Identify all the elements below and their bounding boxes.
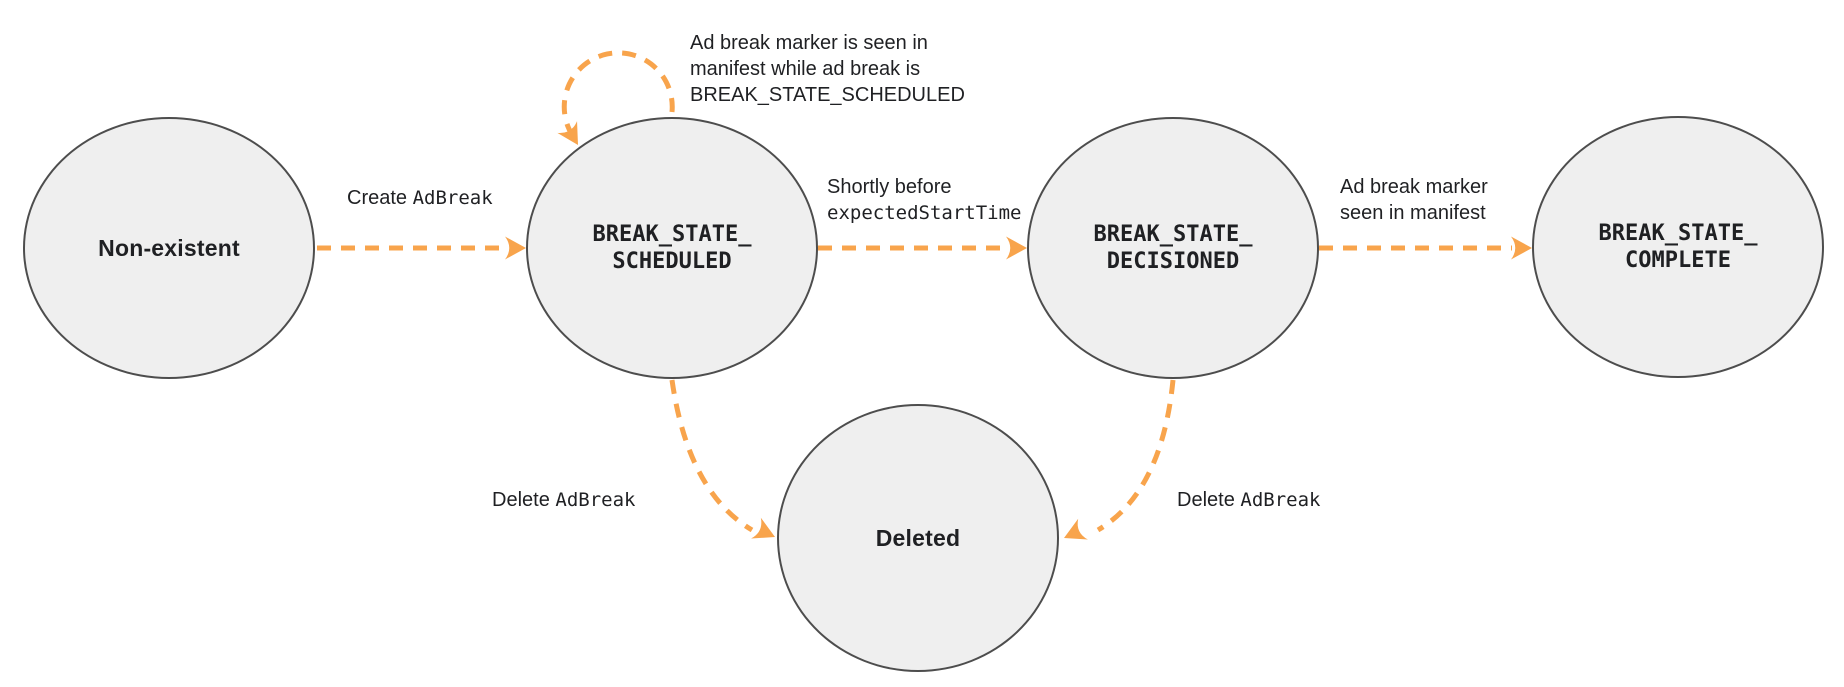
- edge-label-action: Create: [347, 187, 413, 209]
- edge-label-line: seen in manifest: [1340, 202, 1486, 224]
- edge-label-line: Ad break marker: [1340, 176, 1488, 198]
- state-node-break-state-decisioned: BREAK_STATE_ DECISIONED: [1027, 117, 1319, 379]
- state-label: BREAK_STATE_ SCHEDULED: [592, 222, 752, 274]
- edge-marker-seen-loop: [557, 50, 675, 145]
- edge-label-line: Ad break marker is seen in: [690, 32, 928, 54]
- edge-label-shortly-before: Shortly before expectedStartTime: [827, 174, 1021, 226]
- edge-label-code: AdBreak: [412, 187, 493, 209]
- edge-label-create-adbreak: Create AdBreak: [347, 185, 493, 211]
- state-node-break-state-scheduled: BREAK_STATE_ SCHEDULED: [526, 117, 818, 379]
- state-label: Deleted: [875, 524, 961, 551]
- state-label: BREAK_STATE_ COMPLETE: [1598, 221, 1758, 273]
- state-label: Non-existent: [98, 234, 240, 261]
- edge-label-line: BREAK_STATE_SCHEDULED: [690, 84, 965, 106]
- edge-label-delete-adbreak-left: Delete AdBreak: [492, 487, 635, 513]
- edge-label-line: manifest while ad break is: [690, 58, 921, 80]
- state-node-non-existent: Non-existent: [23, 117, 315, 379]
- edge-label-marker-seen-loop: Ad break marker is seen in manifest whil…: [690, 30, 965, 108]
- edge-marker-seen-in-manifest: [1319, 236, 1532, 260]
- edge-label-code: expectedStartTime: [827, 202, 1022, 224]
- state-node-deleted: Deleted: [777, 404, 1059, 672]
- edge-label-delete-adbreak-right: Delete AdBreak: [1177, 487, 1320, 513]
- edge-delete-from-decisioned: [1064, 379, 1176, 540]
- edge-delete-from-scheduled: [669, 379, 775, 539]
- edge-label-code: AdBreak: [555, 489, 636, 511]
- edge-label-action: Delete: [492, 489, 556, 511]
- edge-create-adbreak: [317, 236, 526, 260]
- edge-label-action: Delete: [1177, 489, 1241, 511]
- edge-label-code: AdBreak: [1240, 489, 1321, 511]
- edge-label-line: Shortly before: [827, 176, 952, 198]
- edge-shortly-before-expectedstarttime: [818, 236, 1027, 260]
- state-label: BREAK_STATE_ DECISIONED: [1093, 222, 1253, 274]
- edge-label-marker-seen: Ad break marker seen in manifest: [1340, 174, 1488, 226]
- state-node-break-state-complete: BREAK_STATE_ COMPLETE: [1532, 116, 1824, 378]
